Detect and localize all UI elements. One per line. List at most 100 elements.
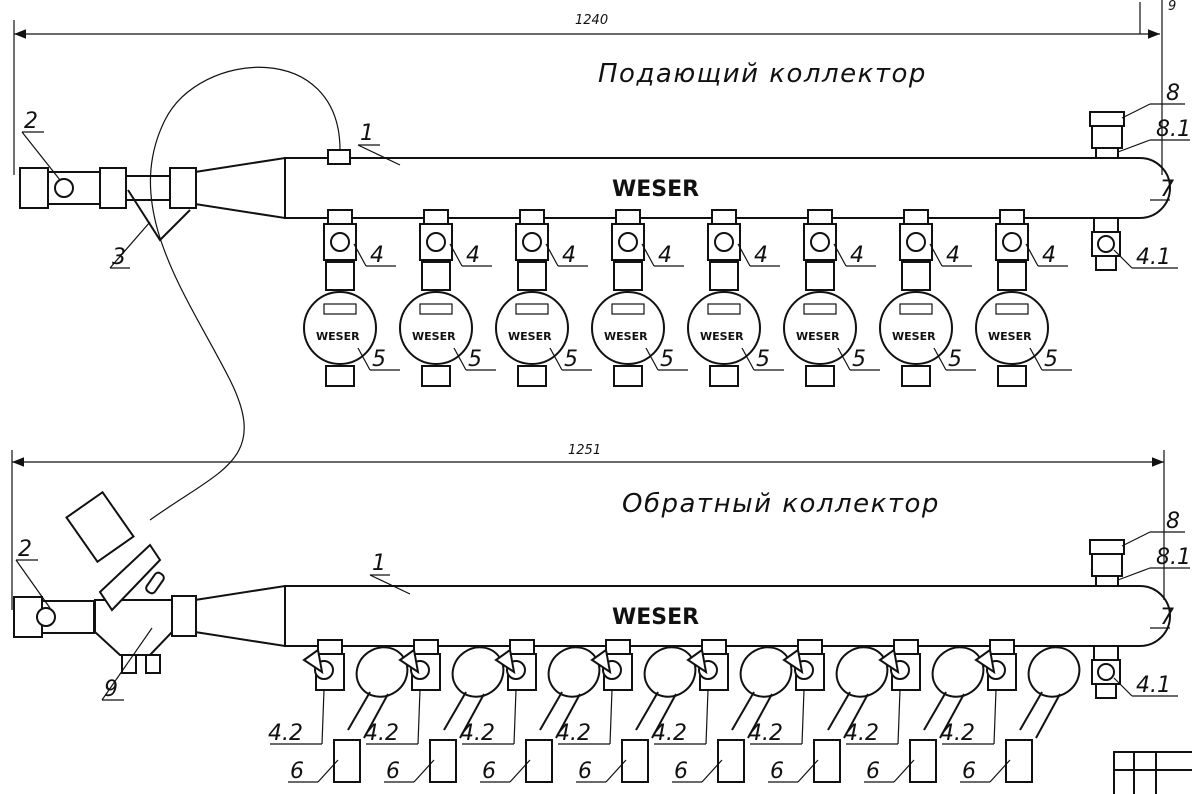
supply-body (125, 175, 171, 201)
callout-1: 1 (360, 121, 374, 146)
return-outlet: 4.26 (364, 639, 505, 784)
callout-5: 5 (756, 347, 770, 372)
callout-8-1: 8.1 (1156, 117, 1191, 142)
supply-air-vent-base (1095, 147, 1119, 159)
balancing-valve-head (1027, 646, 1081, 698)
return-brand-logo: WESER (612, 605, 699, 630)
meter-brand: WESER (700, 330, 744, 343)
impulse-tube (149, 66, 341, 521)
supply-outlet: WESER 4 5 (783, 209, 880, 387)
return-air-vent-base (1095, 575, 1119, 587)
balancing-valve-head (355, 646, 409, 698)
supply-valve-handle (54, 178, 74, 198)
supply-title: Подающий коллектор (598, 59, 927, 89)
valve-handle-icon (714, 232, 734, 252)
callout-4-2: 4.2 (652, 721, 687, 746)
return-collector: 1251 Обратный коллектор WESER 4.264.264.… (11, 443, 1191, 784)
meter-brand: WESER (988, 330, 1032, 343)
meter-brand: WESER (604, 330, 648, 343)
supply-reducer (194, 156, 286, 220)
supply-brand-logo: WESER (612, 177, 699, 202)
callout-4-2: 4.2 (268, 721, 303, 746)
callout-8: 8 (1166, 81, 1180, 106)
supply-collector: 1240 9 Подающий коллектор WESER (13, 0, 1191, 521)
supply-callouts: 1 2 3 7 8 8.1 4.1 (21, 81, 1191, 270)
supply-drain-valve (1091, 217, 1121, 271)
return-regulator-head (65, 490, 135, 564)
callout-4-2: 4.2 (748, 721, 783, 746)
return-regulator-port-a (121, 654, 137, 674)
return-regulator-port-b (145, 654, 161, 674)
balancing-valve-head (835, 646, 889, 698)
callout-5: 5 (468, 347, 482, 372)
callout-8-1: 8.1 (1156, 545, 1191, 570)
water-meter (783, 291, 857, 365)
callout-4-2: 4.2 (460, 721, 495, 746)
return-title: Обратный коллектор (622, 489, 940, 519)
valve-handle-icon (618, 232, 638, 252)
callout-5: 5 (948, 347, 962, 372)
callout-6: 6 (482, 759, 496, 784)
return-valve-body (41, 600, 95, 634)
valve-handle-icon (522, 232, 542, 252)
supply-air-vent-cap (1089, 111, 1125, 127)
return-regulator-body (94, 599, 173, 656)
return-valve-handle (36, 607, 56, 627)
callout-4-2: 4.2 (364, 721, 399, 746)
callout-4-2: 4.2 (844, 721, 879, 746)
return-air-vent (1091, 553, 1123, 577)
callout-4: 4 (370, 243, 384, 268)
meter-brand: WESER (508, 330, 552, 343)
water-meter (303, 291, 377, 365)
balancing-valve-tail (1005, 739, 1033, 783)
callout-5: 5 (372, 347, 386, 372)
callout-4: 4 (850, 243, 864, 268)
callout-5: 5 (852, 347, 866, 372)
supply-union (169, 167, 197, 209)
valve-handle-icon (1002, 232, 1022, 252)
callout-6: 6 (578, 759, 592, 784)
balancing-valve-tail (621, 739, 649, 783)
return-outlets: 4.264.264.264.264.264.264.264.26 (268, 639, 1081, 784)
callout-4: 4 (1042, 243, 1056, 268)
return-regulator-slot (145, 571, 165, 595)
supply-sensor-port (327, 149, 351, 165)
callout-3: 3 (112, 245, 126, 270)
water-meter (399, 291, 473, 365)
water-meter (591, 291, 665, 365)
balancing-valve-tail (813, 739, 841, 783)
water-meter (495, 291, 569, 365)
callout-1: 1 (372, 551, 386, 576)
return-dimension-value: 1251 (568, 443, 601, 458)
water-meter (975, 291, 1049, 365)
return-regulator-neck (98, 543, 162, 612)
callout-6: 6 (290, 759, 304, 784)
supply-pipe (284, 157, 1171, 219)
return-outlet: 4.26 (844, 639, 985, 784)
supply-outlet: WESER 4 5 (399, 209, 496, 387)
meter-brand: WESER (412, 330, 456, 343)
callout-2: 2 (18, 537, 32, 562)
meter-brand: WESER (796, 330, 840, 343)
balancing-valve-head (547, 646, 601, 698)
callout-4: 4 (466, 243, 480, 268)
valve-handle-icon (810, 232, 830, 252)
return-union (171, 595, 197, 637)
callout-9: 9 (104, 677, 118, 702)
return-outlet: 4.26 (556, 639, 697, 784)
supply-nut (99, 167, 127, 209)
meter-brand: WESER (892, 330, 936, 343)
return-outlet: 4.26 (268, 639, 409, 784)
callout-6: 6 (866, 759, 880, 784)
supply-outlets: WESER 4 5 WESER 4 5 WESER 4 5 WESER 4 5 WESER 4 5 WESER… (303, 209, 1072, 387)
callout-6: 6 (770, 759, 784, 784)
callout-4: 4 (562, 243, 576, 268)
balancing-valve-tail (717, 739, 745, 783)
callout-5: 5 (1044, 347, 1058, 372)
valve-handle-icon (426, 232, 446, 252)
callout-2: 2 (24, 109, 38, 134)
